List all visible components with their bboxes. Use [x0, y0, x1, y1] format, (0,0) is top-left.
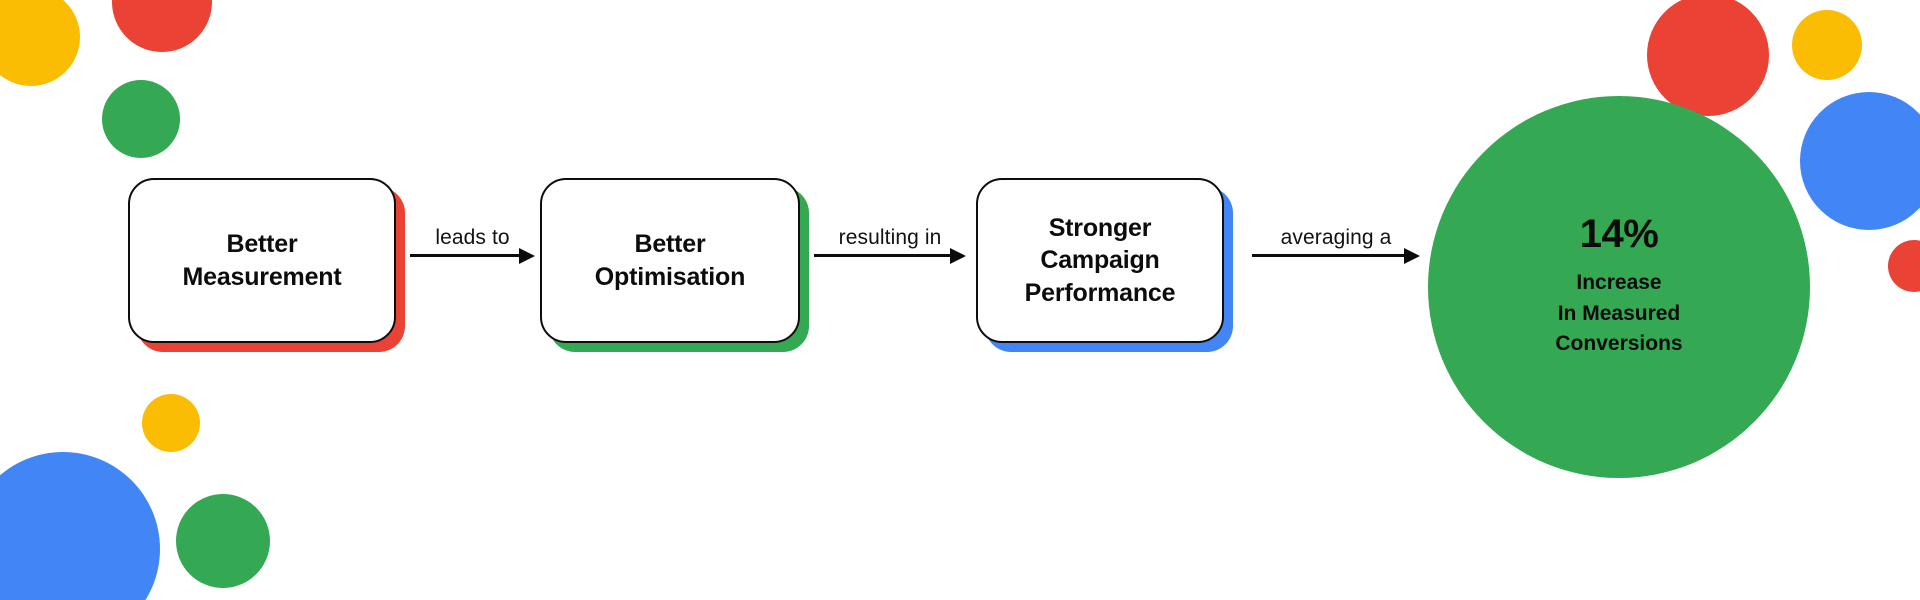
connector-line	[1252, 254, 1406, 257]
dot-green-tl	[102, 80, 180, 158]
connector-leads-to: leads to	[410, 200, 535, 270]
flow-node-better-optimisation[interactable]: Better Optimisation	[540, 178, 809, 352]
flow-node-card: Better Measurement	[128, 178, 396, 343]
result-caption: Increase In Measured Conversions	[1555, 271, 1683, 356]
flow-node-label: Stronger Campaign Performance	[1024, 213, 1176, 307]
flow-node-card: Better Optimisation	[540, 178, 800, 343]
flow-node-stronger-campaign-performance[interactable]: Stronger Campaign Performance	[976, 178, 1233, 352]
connector-averaging-a: averaging a	[1252, 200, 1420, 270]
dot-green-bl	[176, 494, 270, 588]
dot-red-tr	[1647, 0, 1769, 116]
connector-line	[814, 254, 952, 257]
flow-node-better-measurement[interactable]: Better Measurement	[128, 178, 405, 352]
flow-node-label: Better Measurement	[182, 230, 342, 291]
connector-label: resulting in	[838, 226, 942, 249]
connector-label: leads to	[435, 226, 510, 249]
result-circle: 14% Increase In Measured Conversions	[1428, 96, 1810, 478]
arrow-head-icon	[519, 248, 535, 264]
connector-resulting-in: resulting in	[814, 200, 966, 270]
dot-yellow-bl	[142, 394, 200, 452]
dot-blue-tr	[1800, 92, 1920, 230]
flow-node-label: Better Optimisation	[594, 230, 746, 291]
arrow-head-icon	[1404, 248, 1420, 264]
arrow-head-icon	[950, 248, 966, 264]
connector-line	[410, 254, 521, 257]
dot-yellow-tr	[1792, 10, 1862, 80]
result-percent: 14%	[1579, 212, 1659, 257]
flow-node-card: Stronger Campaign Performance	[976, 178, 1224, 343]
connector-label: averaging a	[1280, 226, 1392, 249]
